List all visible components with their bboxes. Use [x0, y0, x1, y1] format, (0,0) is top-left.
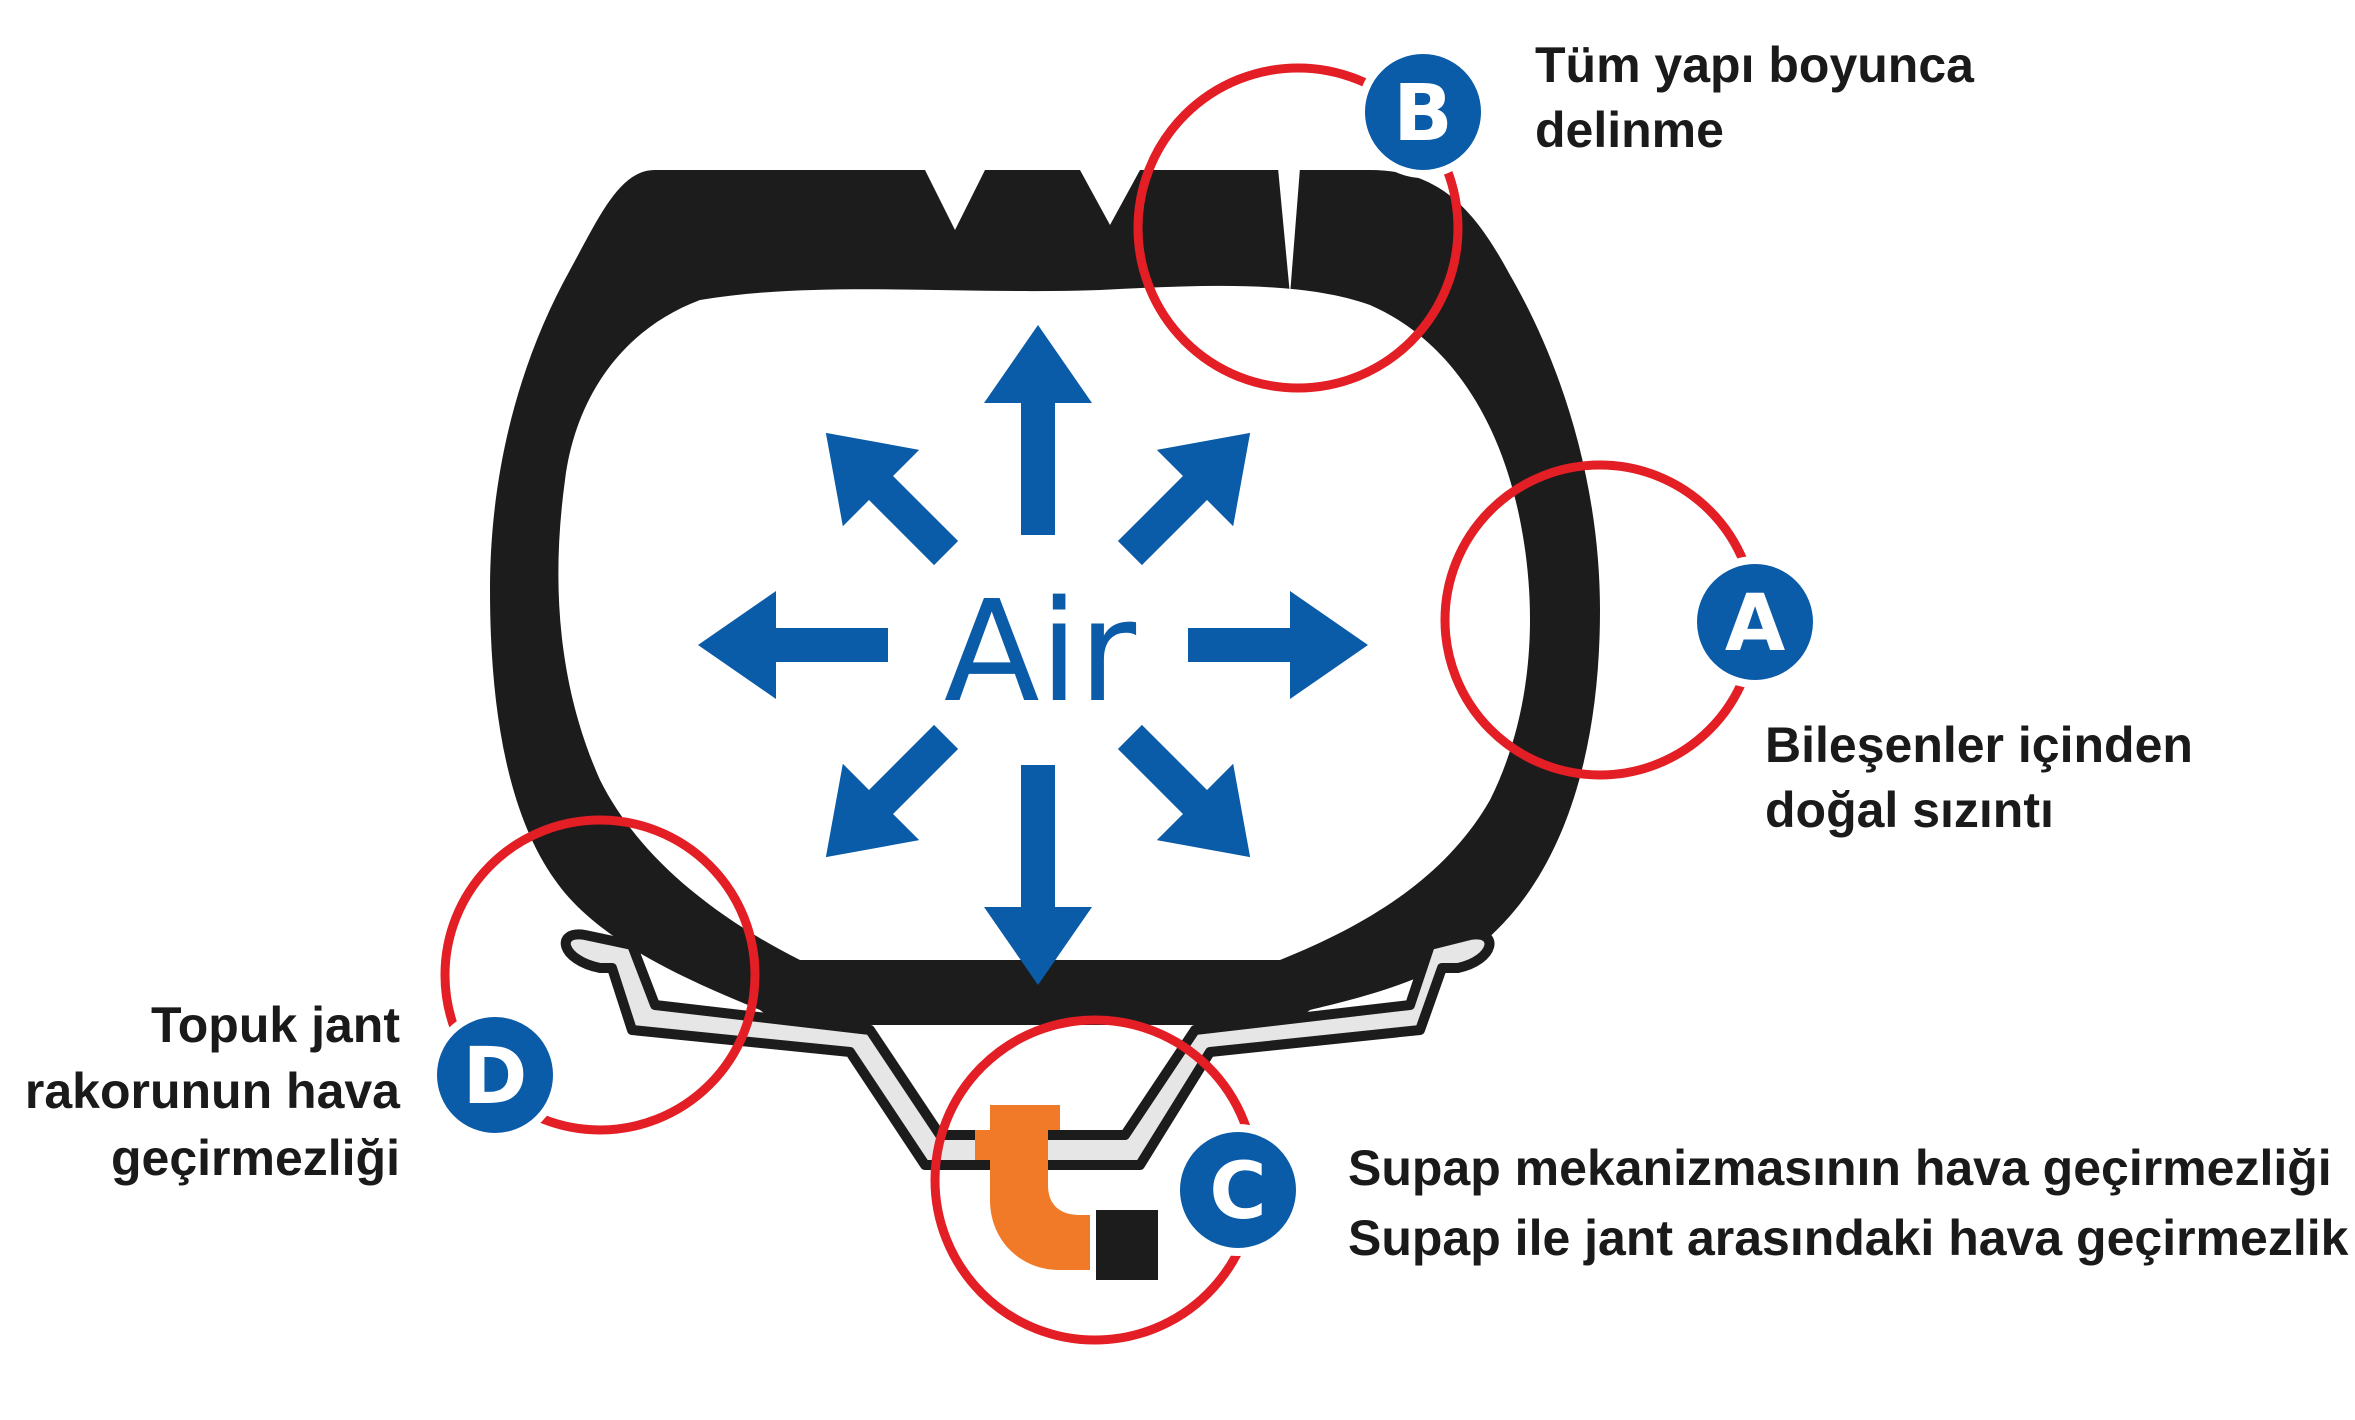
svg-text:D: D: [463, 1032, 528, 1122]
arrow-left-icon: [698, 591, 888, 699]
callout-b: Tüm yapı boyunca delinme: [1535, 37, 1975, 158]
callout-a: Bileşenler içinden doğal sızıntı: [1765, 717, 2193, 838]
valve-stem-icon: [975, 1105, 1090, 1270]
callout-a-line-2: doğal sızıntı: [1765, 782, 2054, 838]
tread-groove: [925, 170, 985, 230]
arrow-up-icon: [984, 325, 1092, 535]
arrow-right-icon: [1188, 591, 1368, 699]
valve-cap-icon: [1096, 1210, 1158, 1280]
air-label: Air: [944, 571, 1137, 734]
svg-text:C: C: [1209, 1147, 1266, 1237]
arrow-up-right-icon: [1117, 432, 1251, 566]
arrow-up-left-icon: [825, 432, 959, 566]
badge-c: C: [1172, 1124, 1304, 1256]
badge-b: B: [1357, 46, 1489, 178]
tread-groove: [1080, 170, 1140, 225]
badge-a: A: [1689, 556, 1821, 688]
svg-text:A: A: [1725, 579, 1785, 669]
highlight-circle-b: [1133, 63, 1463, 393]
callout-b-line-2: delinme: [1535, 102, 1724, 158]
callout-c-line-1: Supap mekanizmasının hava geçirmezliği: [1348, 1140, 2332, 1196]
badge-d: D: [429, 1009, 561, 1141]
callout-b-line-1: Tüm yapı boyunca: [1535, 37, 1975, 93]
arrow-down-icon: [984, 765, 1092, 985]
callout-a-line-1: Bileşenler içinden: [1765, 717, 2193, 773]
callout-c: Supap mekanizmasının hava geçirmezliği S…: [1348, 1140, 2349, 1266]
callout-d-line-3: geçirmezliği: [111, 1130, 400, 1186]
air-arrows: [698, 325, 1368, 985]
arrow-down-right-icon: [1117, 724, 1251, 858]
callout-d: Topuk jant rakorunun hava geçirmezliği: [25, 997, 401, 1186]
arrow-down-left-icon: [825, 724, 959, 858]
tire-cross-section: [490, 170, 1600, 1025]
wheel-rim: [560, 929, 1495, 1170]
puncture-icon: [1278, 168, 1300, 295]
highlight-circle-d: [440, 815, 760, 1135]
callout-d-line-2: rakorunun hava: [25, 1063, 401, 1119]
svg-text:B: B: [1393, 69, 1452, 159]
callout-c-line-2: Supap ile jant arasındaki hava geçirmezl…: [1348, 1210, 2349, 1266]
callout-d-line-1: Topuk jant: [151, 997, 400, 1053]
